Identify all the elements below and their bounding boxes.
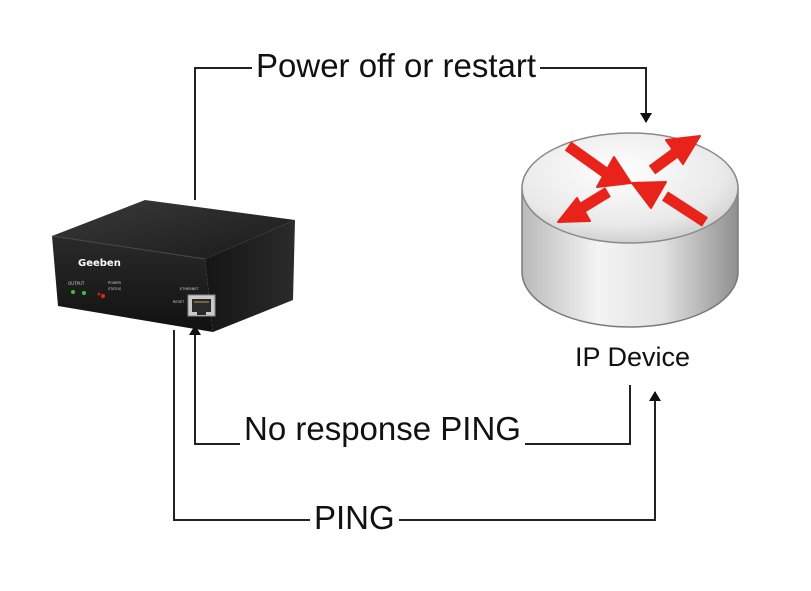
- router-arrows-icon: [557, 135, 708, 227]
- device-led-red: [101, 294, 105, 298]
- ip-device-label: IP Device: [575, 342, 691, 372]
- svg-text:RESET: RESET: [173, 300, 185, 304]
- device-led-green-1: [71, 290, 75, 294]
- device-led-red-2: [97, 292, 101, 296]
- svg-text:OUTPUT: OUTPUT: [68, 281, 85, 286]
- device-brand-label: Geeben: [78, 258, 121, 269]
- power-off-restart-label: Power off or restart: [252, 48, 541, 84]
- svg-text:STATUS: STATUS: [108, 287, 122, 291]
- ethernet-port-icon: [187, 294, 216, 317]
- svg-text:ETHERNET: ETHERNET: [180, 287, 199, 291]
- device-led-green-2: [82, 291, 86, 295]
- device-side-face: [205, 220, 295, 332]
- ping-connector-line: [173, 330, 661, 521]
- router-icon: [521, 132, 739, 328]
- ping-label: PING: [310, 500, 399, 536]
- device-front-face: [52, 236, 213, 332]
- ethernet-watchdog-device-icon: Geeben OUTPUT POWER STATUS ETHERNET RESE…: [51, 200, 295, 332]
- svg-text:POWER: POWER: [108, 281, 122, 285]
- no-response-ping-label: No response PING: [240, 411, 525, 447]
- router-top: [521, 132, 739, 244]
- device-top-face: [52, 200, 295, 259]
